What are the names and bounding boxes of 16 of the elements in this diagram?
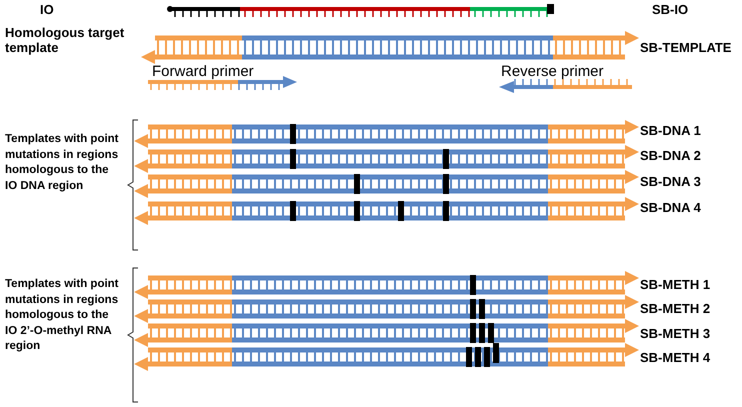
row-label: SB-METH 2 [640, 301, 710, 316]
row-label: IO [40, 2, 54, 17]
row-label: SB-TEMPLATE [640, 40, 732, 55]
row-label: SB-DNA 3 [640, 174, 701, 189]
row-label: SB-METH 4 [640, 350, 710, 365]
row-label: SB-DNA 1 [640, 123, 701, 138]
row-label: SB-METH 1 [640, 277, 710, 292]
row-label: SB-METH 3 [640, 326, 710, 341]
row-label: SB-IO [652, 2, 688, 17]
row-label: SB-DNA 4 [640, 200, 701, 215]
primer-label: Reverse primer [501, 64, 604, 79]
group-description: Templates with point mutations in regions homologous to the IO 2’-O-methyl RNA region [5, 277, 120, 354]
row-label: SB-DNA 2 [640, 148, 701, 163]
primer-label: Forward primer [152, 64, 254, 79]
group-description: Templates with point mutations in regions homologous to the IO DNA region [5, 132, 120, 194]
row-label: Homologous target template [5, 25, 126, 55]
